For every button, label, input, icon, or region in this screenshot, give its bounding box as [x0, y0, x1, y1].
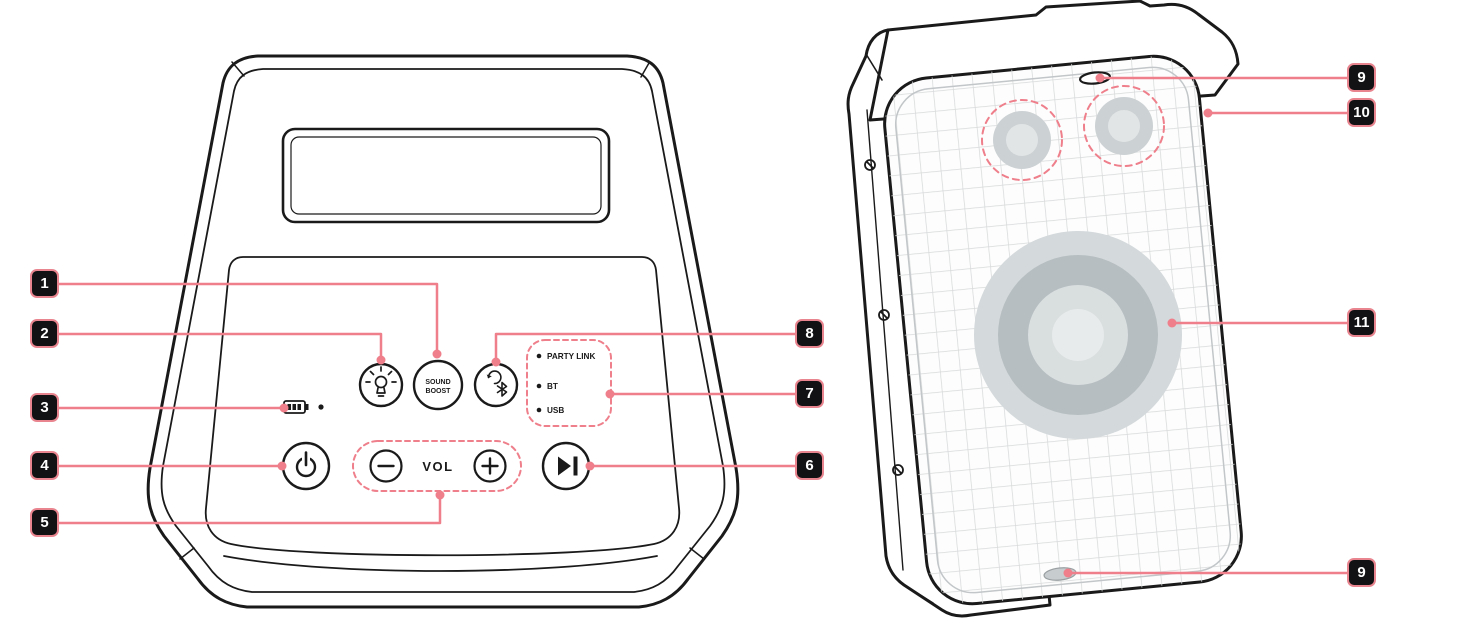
- callout-badge-6: 6: [795, 451, 824, 480]
- play-pause-button: [541, 441, 591, 491]
- speaker-front-view-illustration: [846, 0, 1246, 618]
- usb-led: [536, 407, 542, 413]
- callout-badge-4: 4: [30, 451, 59, 480]
- bottom-band-line: [223, 555, 658, 572]
- volume-down-button: [369, 449, 403, 483]
- leader-line-8: [494, 332, 798, 361]
- side-seam-line: [866, 109, 904, 571]
- tweeter-right-callout-circle: [1083, 85, 1165, 167]
- callout-badge-10: 10: [1347, 98, 1376, 127]
- callout-badge-9-bottom: 9: [1347, 558, 1376, 587]
- battery-status-led: [318, 404, 324, 410]
- bt-led: [536, 383, 542, 389]
- callout-badge-8: 8: [795, 319, 824, 348]
- lighting-button: [358, 362, 404, 408]
- front-grille-inner-border: [894, 66, 1232, 594]
- leader-line-5: [56, 496, 442, 525]
- speaker-top-view-illustration: SOUND BOOST PARTY LINK BT US: [146, 54, 740, 609]
- callout-badge-2: 2: [30, 319, 59, 348]
- top-display-recess: [281, 127, 611, 224]
- side-screws: [864, 159, 904, 476]
- sound-boost-label-line2: BOOST: [426, 388, 452, 395]
- sound-boost-label-line1: SOUND: [425, 379, 450, 386]
- callout-leader-lines: [56, 73, 1350, 578]
- callout-badge-3: 3: [30, 393, 59, 422]
- body-outer-outline: [146, 54, 740, 609]
- front-corner-bevel-lines: [865, 53, 934, 604]
- plus-icon: [481, 457, 499, 475]
- usb-label: USB: [547, 406, 564, 415]
- control-face-outline: [204, 256, 681, 557]
- bulb-icon: [365, 366, 397, 397]
- battery-icon: [283, 400, 324, 414]
- woofer: [974, 231, 1182, 439]
- volume-up-button: [473, 449, 507, 483]
- bt-label: BT: [547, 382, 558, 391]
- power-icon: [295, 451, 317, 478]
- callout-badge-1: 1: [30, 269, 59, 298]
- power-button: [281, 441, 331, 491]
- bt-pairing-button: [473, 362, 519, 408]
- callout-badge-9-top: 9: [1347, 63, 1376, 92]
- party-link-label: PARTY LINK: [547, 352, 595, 361]
- bt-pairing-icon: [486, 370, 508, 397]
- sound-boost-button: SOUND BOOST: [412, 359, 464, 411]
- top-display-recess-inner: [290, 136, 602, 215]
- source-indicator-group: PARTY LINK BT USB: [526, 339, 612, 427]
- callout-badge-11: 11: [1347, 308, 1376, 337]
- party-link-led: [536, 353, 542, 359]
- corner-bevel-lines: [179, 61, 705, 560]
- leader-dots: [277, 73, 1213, 578]
- volume-label: VOL: [422, 459, 453, 474]
- leader-line-1: [56, 282, 439, 353]
- tweeter-right: [1095, 97, 1153, 155]
- tweeter-left-callout-circle: [981, 99, 1063, 181]
- volume-group: VOL: [352, 440, 522, 492]
- callout-badge-7: 7: [795, 379, 824, 408]
- callout-badge-5: 5: [30, 508, 59, 537]
- play-pause-icon: [558, 456, 578, 476]
- leader-line-2: [56, 332, 383, 359]
- tweeter-left: [993, 111, 1051, 169]
